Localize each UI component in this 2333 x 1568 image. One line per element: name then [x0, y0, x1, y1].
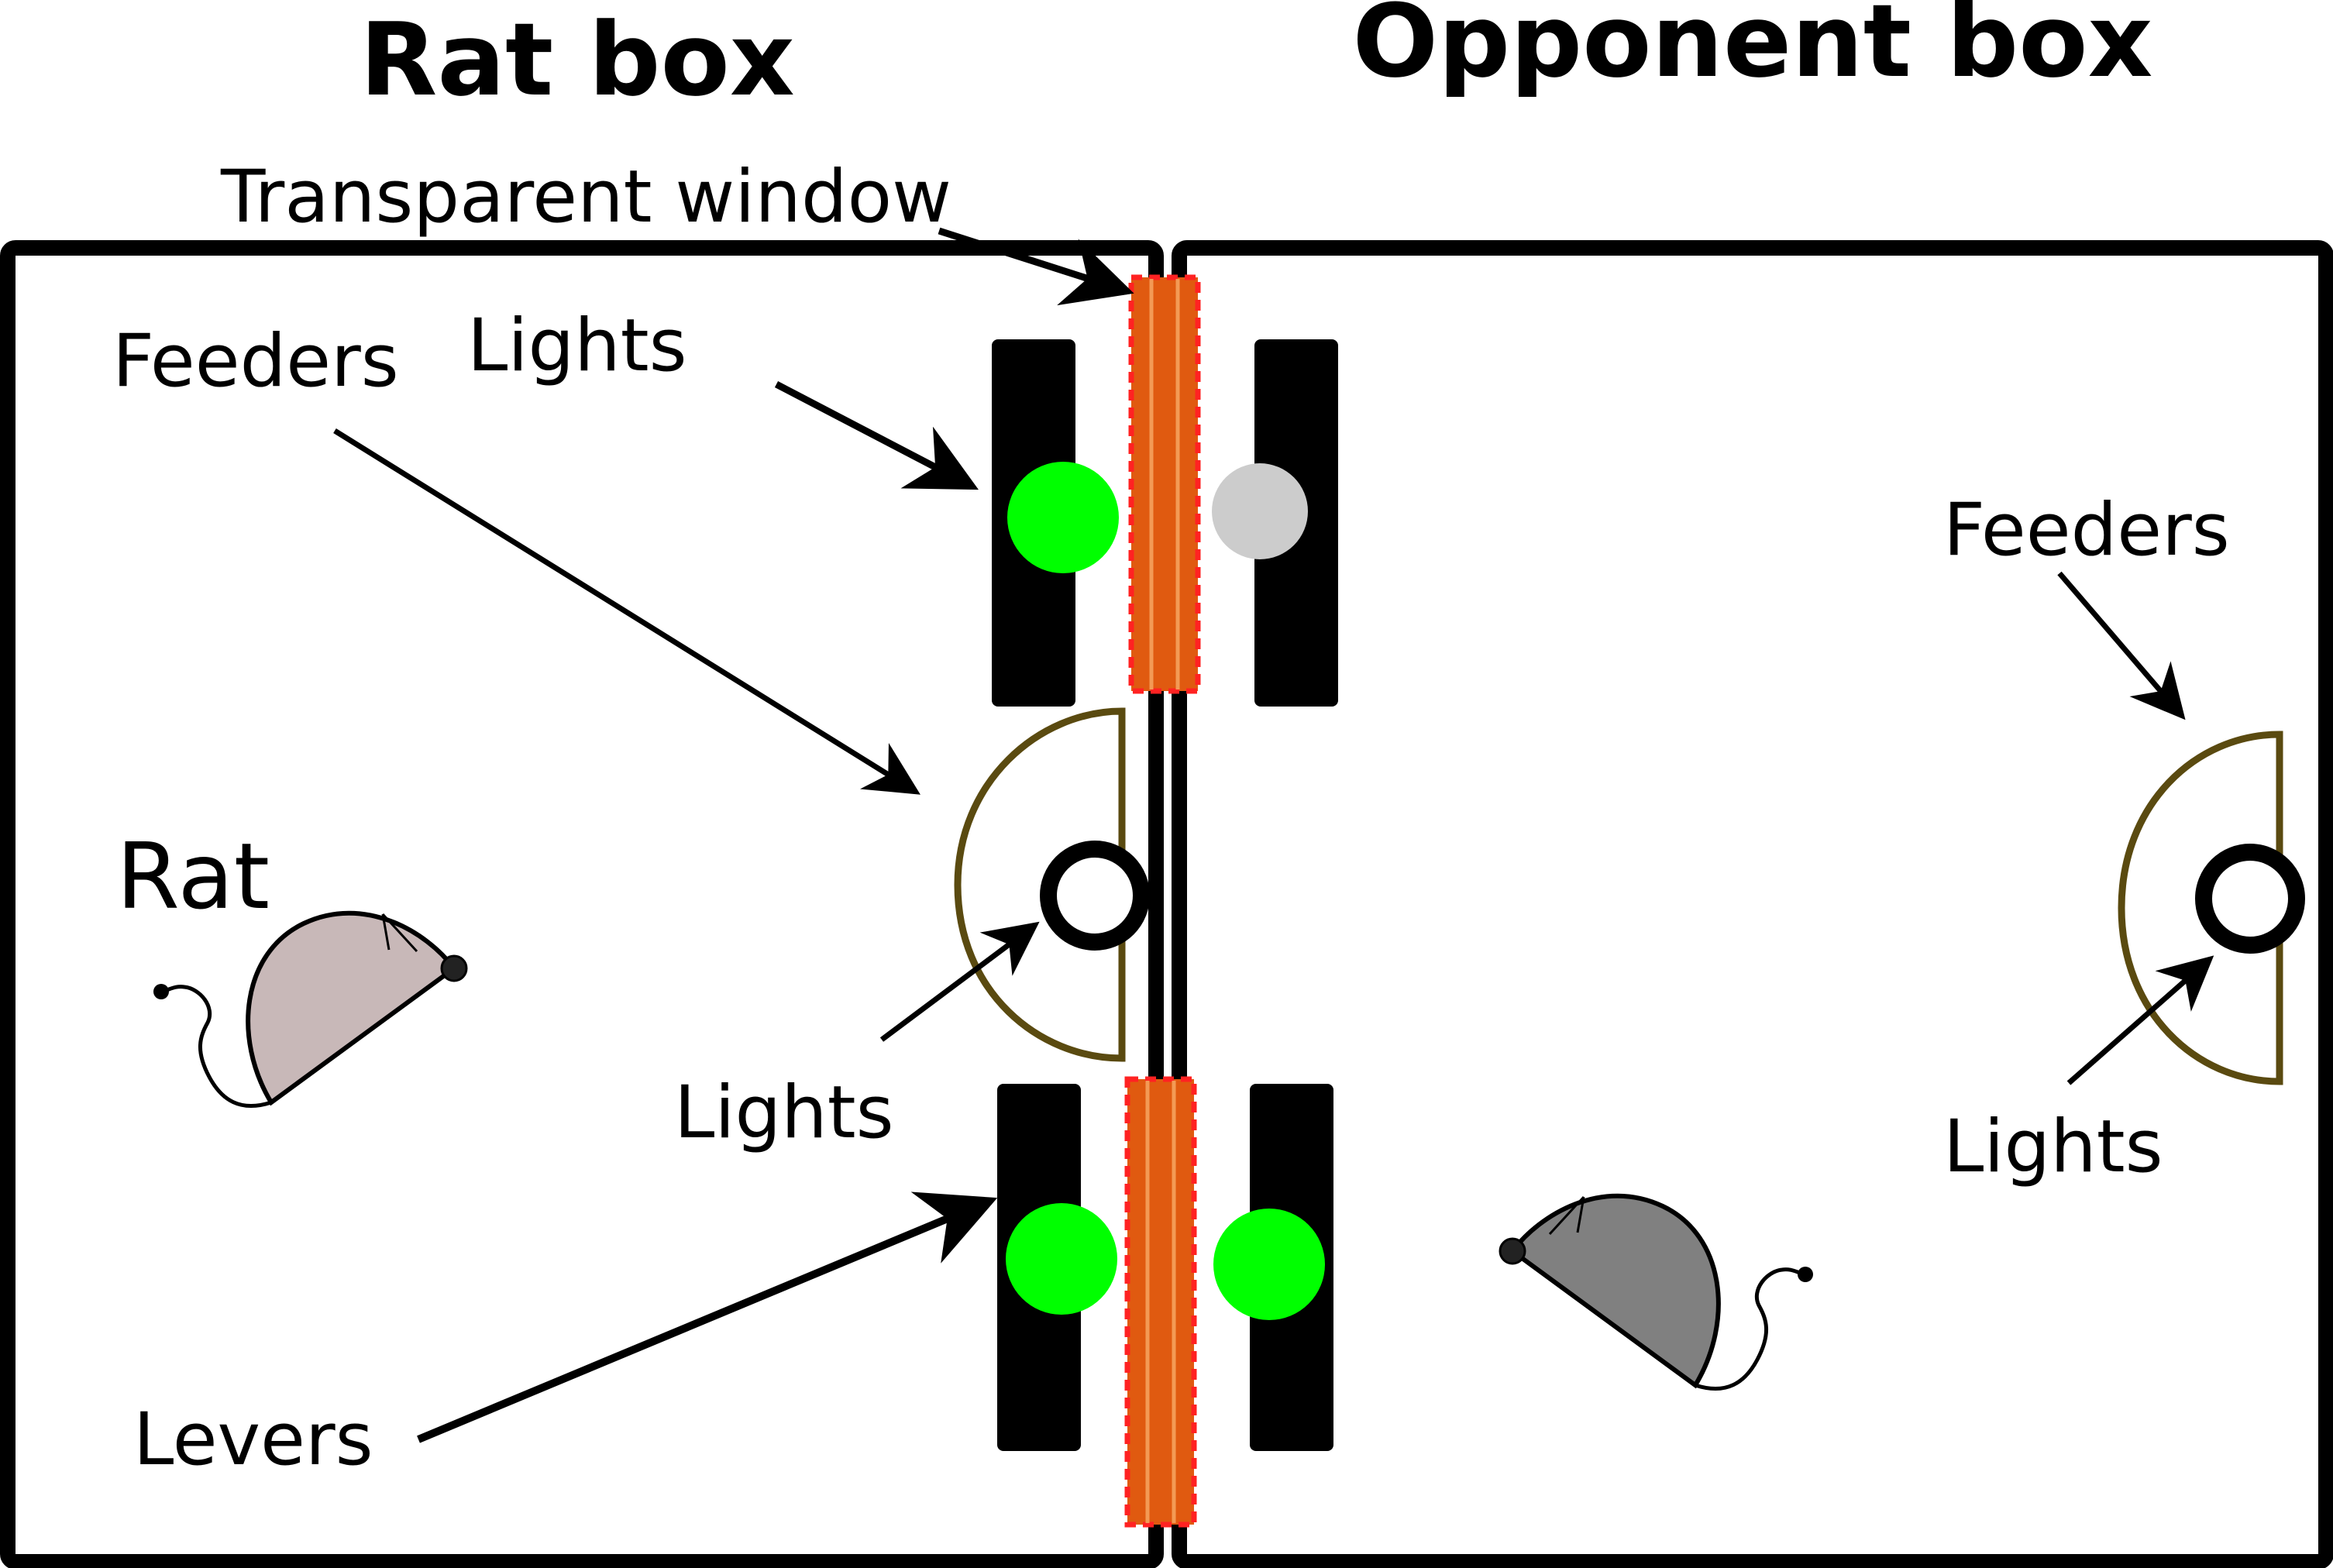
lights-label-top: Lights [467, 304, 687, 388]
arrow-lights-feeder-right [2066, 955, 2214, 1085]
feeders-label-left: Feeders [112, 319, 399, 404]
rat-box [0, 240, 1164, 1568]
rat-lower-light [1006, 1203, 1117, 1315]
arrow-lights-feeder-left [879, 921, 1040, 1042]
opponent-rat-icon [1499, 1193, 1813, 1391]
lights-label-feeder-left: Lights [674, 1071, 894, 1155]
feeders-label-right: Feeders [1943, 488, 2230, 573]
arrow-transparent-window [938, 227, 1134, 306]
rat-label: Rat [116, 823, 270, 930]
rat-upper-light [1007, 462, 1119, 573]
rat-icon [153, 910, 468, 1108]
levers-label: Levers [133, 1398, 373, 1482]
lower-transparent-window [1124, 1076, 1197, 1528]
opponent-lower-light [1213, 1209, 1325, 1320]
arrow-levers [417, 1191, 998, 1443]
arrow-feeders-right [2057, 571, 2186, 720]
opponent-feeder [2118, 731, 2305, 1085]
arrow-feeders-left [333, 428, 920, 795]
opponent-box-title: Opponent box [1353, 0, 2153, 100]
transparent-window-label: Transparent window [220, 155, 951, 239]
rat-box-title: Rat box [360, 1, 794, 119]
rat-feeder [954, 707, 1150, 1062]
opponent-feeder-light [2195, 844, 2305, 954]
lights-label-feeder-right: Lights [1943, 1105, 2163, 1189]
arrow-lights-top [774, 381, 979, 490]
rat-feeder-light [1040, 841, 1150, 951]
opponent-upper-light [1212, 463, 1308, 559]
pointer-arrows [333, 227, 2214, 1443]
opponent-box [1172, 240, 2333, 1568]
upper-transparent-window [1128, 274, 1201, 694]
